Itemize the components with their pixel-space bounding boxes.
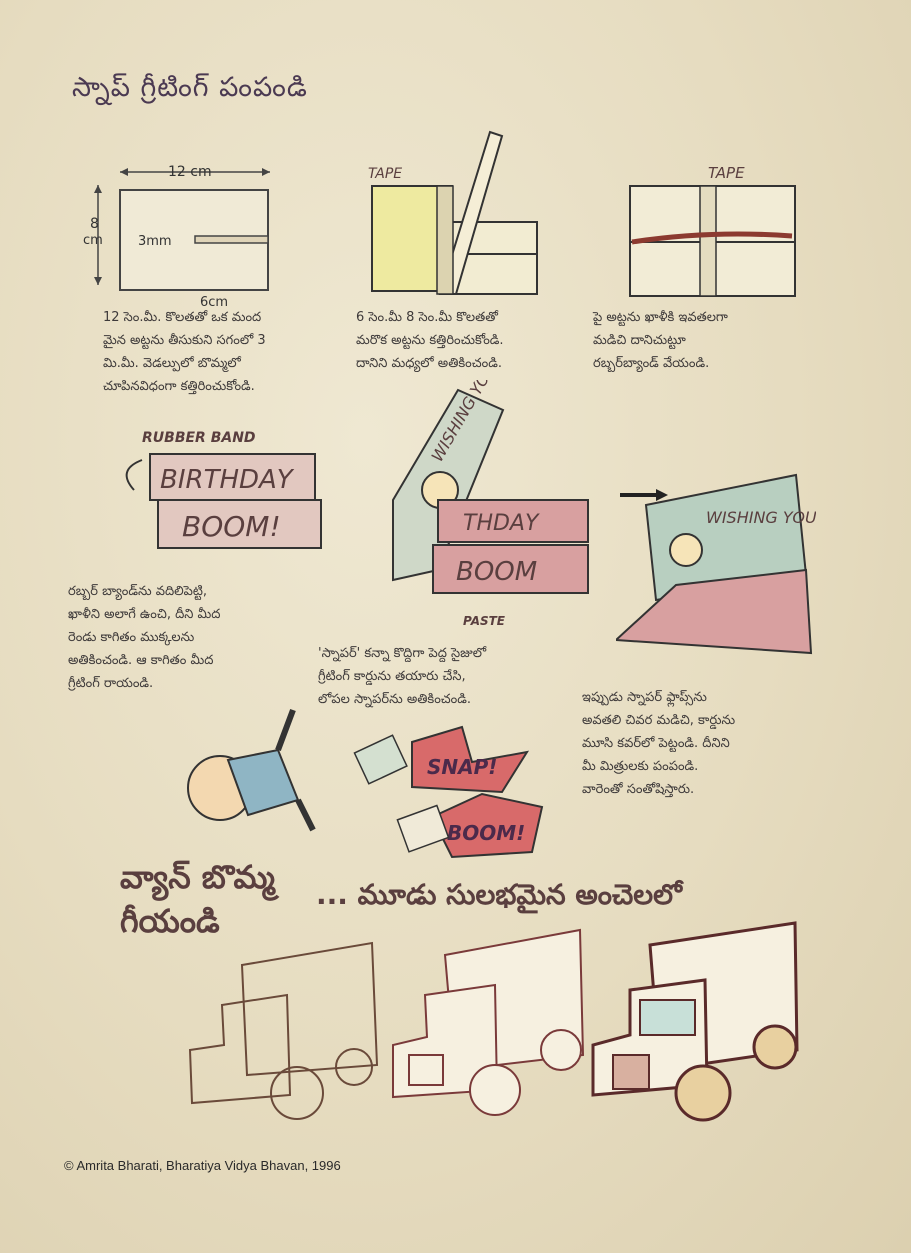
van-drawing-step3 [591, 921, 799, 1122]
step1-figure: 12 cm 8 cm 3mm 6cm [83, 164, 270, 310]
svg-text:8: 8 [90, 216, 99, 232]
van-section-title: వ్యాన్ బొమ్మ గీయండి [120, 858, 275, 940]
van-section-subtitle: ... మూడు సులభమైన అంచెలలో [316, 878, 682, 911]
slit-label: 3mm [138, 234, 172, 249]
svg-text:WISHING YOU A: WISHING YOU A [706, 508, 816, 527]
van-drawing-step1 [188, 941, 379, 1120]
step5-figure: WISHING YOU A THDAY BOOM PASTE [392, 380, 589, 628]
step4-figure: RUBBER BAND BIRTHDAY BOOM! [125, 430, 322, 549]
snap-boom-illustration: SNAP! BOOM! [353, 725, 544, 859]
svg-text:6cm: 6cm [200, 295, 228, 310]
step5-caption: 'స్నాపర్' కన్నా కొద్దిగా పెద్ద సైజులోగ్ర… [318, 646, 487, 707]
step4-caption: రబ్బర్ బ్యాండ్‌ను వదిలిపెట్టి,ఖాళీని అలా… [68, 584, 221, 691]
step3-caption: పై అట్టను ఖాళీకి ఇవతలగామడిచి దానిచుట్టూర… [593, 310, 728, 371]
width-label: 12 cm [168, 164, 212, 180]
svg-text:BIRTHDAY: BIRTHDAY [160, 465, 295, 495]
step6-figure: WISHING YOU A [616, 473, 816, 655]
svg-text:cm: cm [83, 233, 103, 248]
tape-label: TAPE [368, 166, 402, 182]
svg-text:PASTE: PASTE [463, 614, 506, 628]
step6-caption: ఇప్పుడు స్నాపర్ ఫ్లాప్స్‌నుఅవతలి చివర మడ… [582, 690, 736, 797]
rubber-band-label: RUBBER BAND [142, 430, 256, 446]
step2-figure: TAPE [368, 130, 538, 295]
step3-figure: TAPE [629, 164, 796, 297]
svg-text:BOOM!: BOOM! [182, 510, 281, 543]
van-drawing-step2 [392, 928, 585, 1116]
svg-text:TAPE: TAPE [708, 164, 745, 182]
svg-text:BOOM!: BOOM! [447, 821, 525, 845]
svg-text:SNAP!: SNAP! [427, 755, 497, 779]
copyright-notice: © Amrita Bharati, Bharatiya Vidya Bhavan… [64, 1158, 341, 1173]
svg-text:THDAY: THDAY [463, 511, 540, 536]
step2-caption: 6 సెం.మీ 8 సెం.మీ కొలతతోమరొక అట్టను కత్త… [356, 310, 504, 371]
cartoon-boy-illustration [187, 708, 316, 832]
svg-text:BOOM: BOOM [456, 557, 537, 587]
page-title: స్నాప్ గ్రీటింగ్ పంపండి [72, 72, 308, 103]
